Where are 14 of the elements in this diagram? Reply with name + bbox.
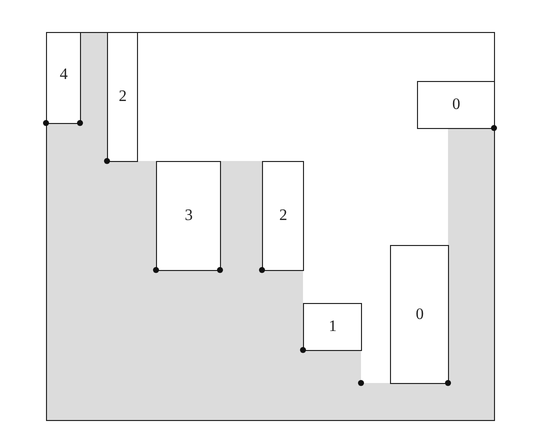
rectangle-number: 1 (328, 319, 337, 336)
packed-rectangle (390, 244, 449, 384)
packed-rectangle (262, 160, 304, 271)
packed-rectangle (416, 80, 495, 129)
packed-rectangle (156, 160, 221, 271)
packed-rectangle (302, 302, 362, 351)
rectangle-number: 4 (60, 67, 68, 84)
packed-rectangle (106, 32, 138, 162)
rectangle-number: 3 (184, 208, 193, 224)
rectangle-number: 2 (118, 89, 127, 106)
rectangle-number: 0 (416, 306, 424, 323)
rectangle-number: 2 (279, 208, 288, 224)
packed-rectangle (46, 32, 81, 124)
rectangle-number: 0 (452, 97, 460, 114)
